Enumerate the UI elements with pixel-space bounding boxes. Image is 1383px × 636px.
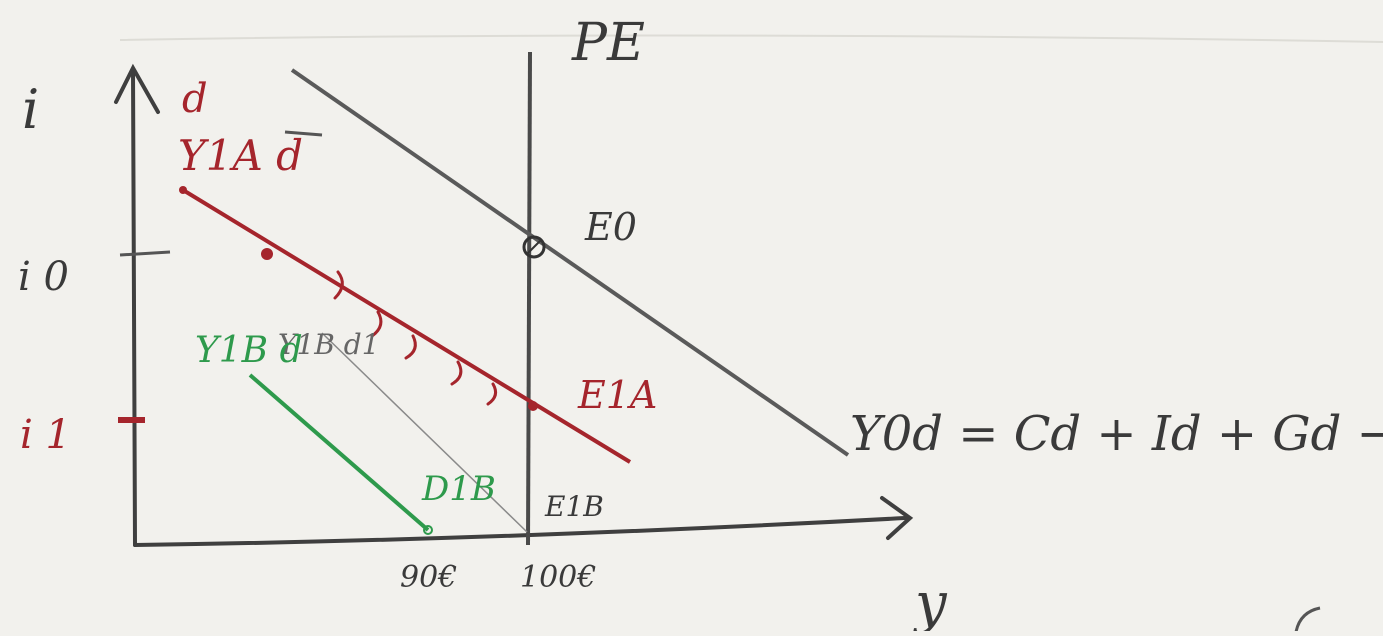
adjustment-arrow: [486, 382, 498, 406]
vertical-axis-arrow: [114, 63, 160, 114]
i0-label: i 0: [18, 254, 69, 300]
e0-point-mark: [527, 240, 541, 254]
y1a-i0-point: [261, 248, 273, 260]
y1b-demand-curve: [248, 373, 430, 532]
y1b-label: Y1B d: [195, 330, 303, 371]
adjustment-arrows: [333, 270, 498, 406]
vertical-axis: [131, 68, 137, 547]
pe-line: [526, 51, 532, 546]
vertical-axis-label: i: [22, 78, 39, 141]
y0-demand-curve: [290, 68, 850, 457]
paper-ruled-line: [119, 34, 1383, 43]
e1b-label: E1B: [544, 490, 604, 523]
adjustment-arrow: [404, 334, 417, 360]
axes: [114, 63, 914, 547]
demand-equation: Y0d = Cd + Id + Gd − M + X: [850, 406, 1383, 462]
horizontal-axis-label: y: [912, 571, 948, 631]
i0-tick: [119, 250, 171, 257]
output-tick-left: 90€: [400, 560, 457, 595]
stray-mark: [284, 130, 323, 137]
e1a-label: E1A: [577, 373, 657, 417]
adjustment-arrow: [450, 360, 463, 386]
d1b-label: D1B: [421, 469, 496, 509]
pe-label: PE: [571, 13, 645, 73]
y1a-demand-curve: [181, 188, 632, 464]
adjustment-arrow: [370, 310, 383, 338]
horizontal-axis-arrow: [880, 496, 914, 540]
e0-label: E0: [584, 205, 637, 249]
e0-point: [522, 235, 546, 259]
output-tick-right: 100€: [520, 560, 596, 595]
d1b-point: [423, 525, 433, 535]
adjustment-arrow: [333, 270, 344, 300]
y1b-prime-demand-curve: [321, 332, 528, 533]
y1a-start-point: [179, 186, 187, 194]
horizontal-axis: [133, 516, 907, 547]
y1b-prime-label: Y1B d1: [278, 328, 380, 361]
cut-off-letter: [1294, 606, 1321, 633]
e1a-point: [528, 401, 538, 411]
y1a-label: Y1A d: [178, 131, 303, 180]
y1a-superscript: d: [182, 76, 208, 122]
i1-label: i 1: [20, 412, 71, 458]
